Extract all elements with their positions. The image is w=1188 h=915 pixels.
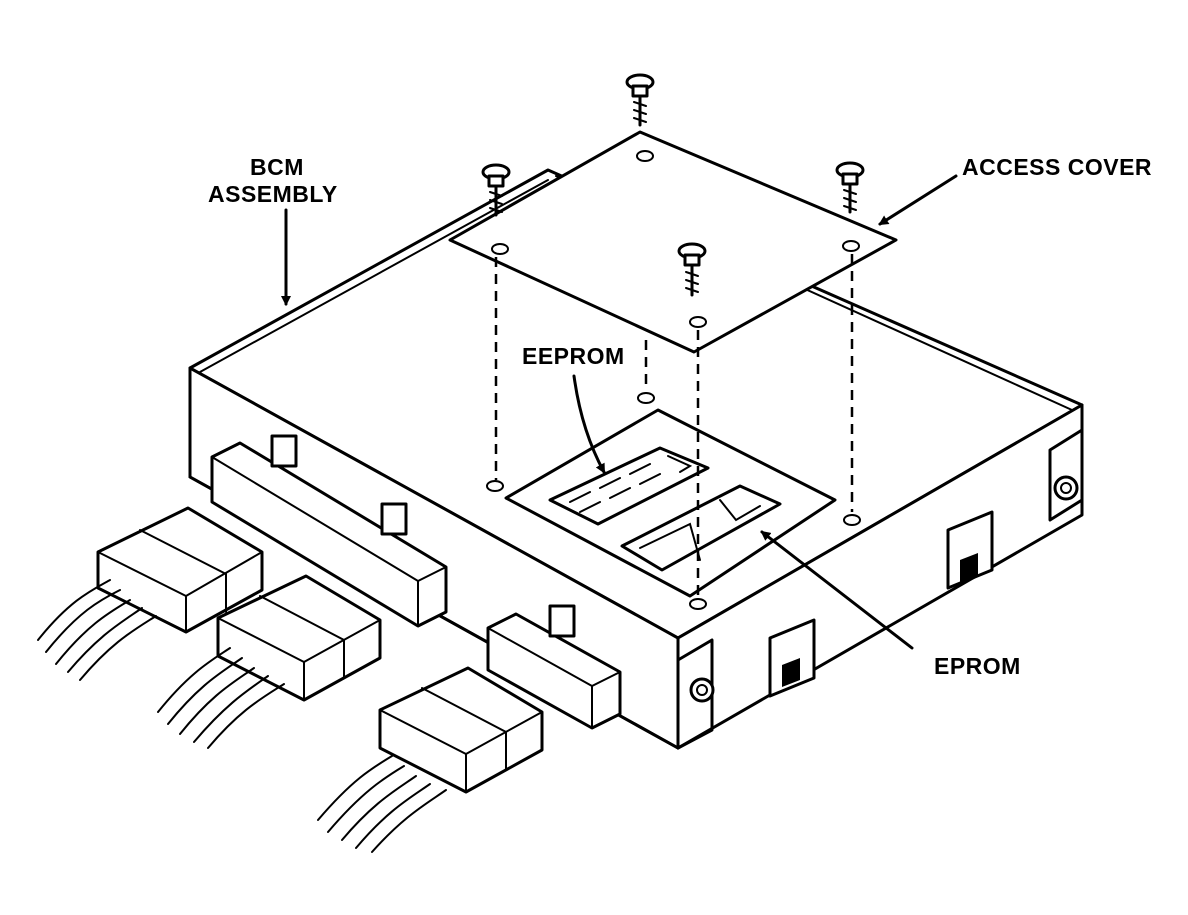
mounting-bolt-left [689,677,715,703]
eprom-label: EPROM [934,653,1021,679]
screw-right [835,161,865,214]
left-mounting-ear [676,638,714,750]
eeprom-chip [548,446,710,526]
bcm-label-line2: ASSEMBLY [208,181,338,207]
eprom-chip [620,484,782,572]
alignment-lines [494,254,854,596]
socket-2 [486,604,622,730]
right-mounting-ear [1048,428,1084,522]
plug-connector-3 [317,666,544,853]
screw-front [677,242,707,297]
screw-left [481,163,511,217]
access-cover-leader-arrow [878,174,958,226]
plug-connector-2 [157,574,382,749]
screw-top [625,73,655,127]
eeprom-label: EEPROM [522,343,625,369]
plug-connector-1 [37,506,264,681]
bcm-label-line1: BCM [250,154,304,180]
access-cover-plate [448,130,898,354]
eprom-leader-arrow [760,530,914,650]
socket-1 [210,434,448,628]
access-cover-label: ACCESS COVER [962,154,1153,180]
side-port-1 [946,510,994,590]
mounting-bolt-right [1053,475,1079,501]
eeprom-leader-arrow [572,374,606,474]
chip-recess [504,408,837,598]
side-port-2 [768,618,816,698]
